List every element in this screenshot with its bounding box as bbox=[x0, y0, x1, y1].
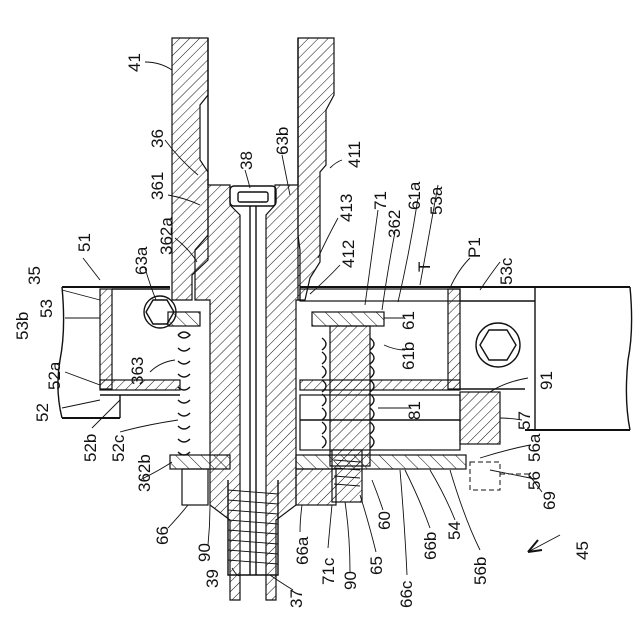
geometry bbox=[58, 38, 632, 600]
label-39: 39 bbox=[203, 569, 222, 588]
label-51: 51 bbox=[75, 233, 94, 252]
label-362b: 362b bbox=[135, 454, 154, 492]
label-361: 361 bbox=[148, 172, 167, 200]
label-61a: 61a bbox=[405, 181, 424, 210]
label-66b: 66b bbox=[421, 532, 440, 560]
label-363: 363 bbox=[128, 357, 147, 385]
label-37: 37 bbox=[287, 589, 306, 608]
label-63a: 63a bbox=[132, 246, 151, 275]
label-53: 53 bbox=[37, 299, 56, 318]
label-53a: 53a bbox=[427, 186, 446, 215]
label-53b: 53b bbox=[13, 312, 32, 340]
label-56a: 56a bbox=[525, 433, 544, 462]
label-66a: 66a bbox=[293, 536, 312, 565]
label-63b: 63b bbox=[273, 127, 292, 155]
label-61: 61 bbox=[399, 311, 418, 330]
bolt-head-right bbox=[476, 323, 520, 367]
label-45: 45 bbox=[573, 541, 592, 560]
label-91: 91 bbox=[537, 371, 556, 390]
label-36: 36 bbox=[148, 129, 167, 148]
label-69: 69 bbox=[540, 491, 559, 510]
label-362: 362 bbox=[385, 210, 404, 238]
label-56b: 56b bbox=[471, 557, 490, 585]
label-90a: 90 bbox=[195, 543, 214, 562]
label-56: 56 bbox=[525, 471, 544, 490]
label-52c: 52c bbox=[109, 434, 128, 462]
label-65: 65 bbox=[367, 556, 386, 575]
label-412: 412 bbox=[339, 240, 358, 268]
cap-38 bbox=[230, 186, 276, 206]
label-81: 81 bbox=[405, 401, 424, 420]
label-71: 71 bbox=[371, 191, 390, 210]
label-38: 38 bbox=[237, 151, 256, 170]
label-60: 60 bbox=[375, 511, 394, 530]
label-41: 41 bbox=[125, 53, 144, 72]
label-71c: 71c bbox=[319, 557, 338, 585]
label-57: 57 bbox=[515, 411, 534, 430]
sleeve-36 bbox=[195, 185, 300, 600]
label-61b: 61b bbox=[399, 342, 418, 370]
label-52a: 52a bbox=[45, 361, 64, 390]
label-35: 35 bbox=[25, 266, 44, 285]
label-52: 52 bbox=[33, 403, 52, 422]
label-362a: 362a bbox=[157, 217, 176, 255]
label-413: 413 bbox=[337, 194, 356, 222]
part-57 bbox=[460, 392, 500, 444]
label-411: 411 bbox=[345, 141, 364, 168]
label-53c: 53c bbox=[497, 257, 516, 285]
label-66c: 66c bbox=[397, 580, 416, 608]
label-T: T bbox=[415, 262, 434, 272]
label-P1: P1 bbox=[465, 237, 484, 258]
label-90b: 90 bbox=[341, 571, 360, 590]
label-66: 66 bbox=[153, 526, 172, 545]
label-54: 54 bbox=[445, 521, 464, 540]
label-52b: 52b bbox=[81, 434, 100, 462]
